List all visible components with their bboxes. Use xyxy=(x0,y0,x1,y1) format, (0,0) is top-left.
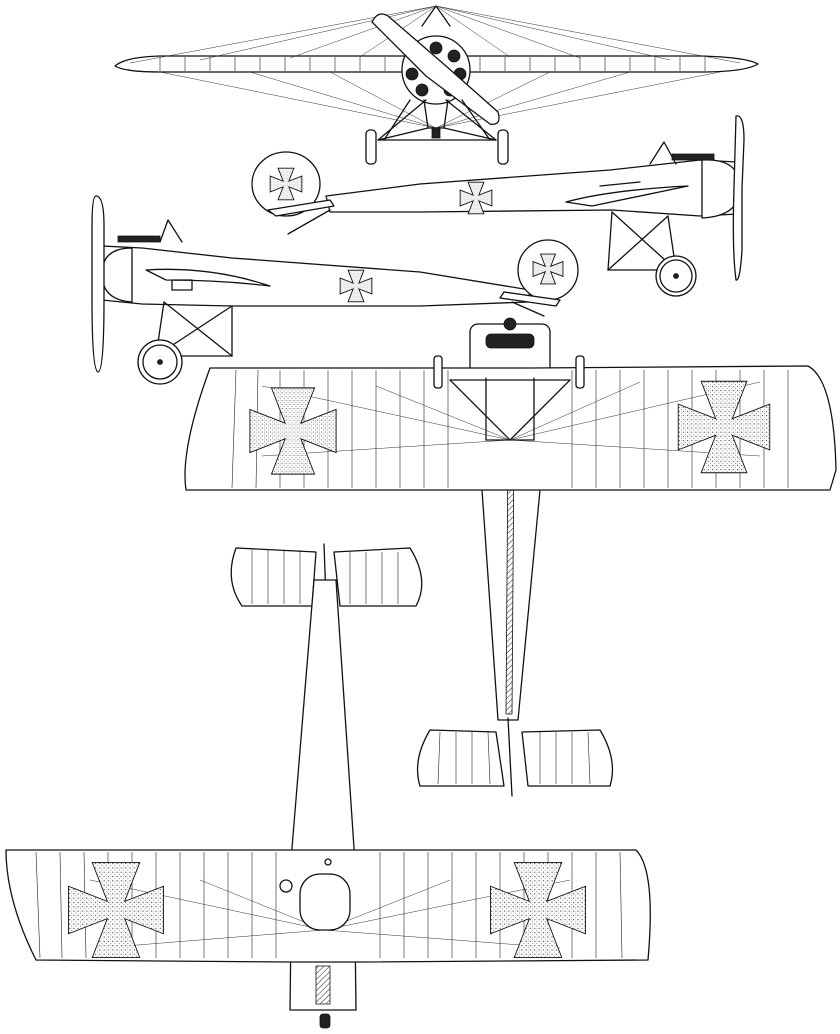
bottom-view-inspection-port xyxy=(280,880,292,892)
bottom-view-skid xyxy=(320,1014,330,1028)
top-view-rotary-engine xyxy=(486,318,534,348)
bottom-view-tailplane-ribs xyxy=(252,550,398,604)
side-view-right-propeller xyxy=(733,116,744,280)
front-view-wheel-left xyxy=(366,130,376,164)
bottom-view-tailplane-right xyxy=(334,548,422,606)
bottom-view-tailplane-left xyxy=(231,548,316,606)
bottom-view-cockpit xyxy=(300,874,350,930)
side-view-left-machine-gun xyxy=(118,236,160,242)
top-view-wing xyxy=(185,366,836,490)
side-view-right-wing-section xyxy=(566,186,688,206)
side-view-right-tailskid xyxy=(288,210,330,234)
side-view-right-tailplane xyxy=(268,200,334,216)
side-view-left-tailskid xyxy=(512,302,544,316)
front-view-undercarriage xyxy=(378,100,496,140)
side-view-left-cabane xyxy=(160,220,182,242)
side-view-right-machine-gun xyxy=(672,154,714,160)
side-view-right xyxy=(252,116,744,296)
top-view-tailplane-ribs xyxy=(438,732,590,784)
top-view xyxy=(185,318,836,796)
top-view-tailplane-right xyxy=(522,730,612,786)
side-view-left-window xyxy=(172,280,192,290)
front-view-cabane-pylon xyxy=(422,6,450,26)
front-view-wheel-right xyxy=(498,130,508,164)
top-view-wheel-right xyxy=(576,356,584,388)
side-view-left-tailplane xyxy=(500,292,560,306)
side-view-left xyxy=(92,196,578,384)
top-view-tailplane-left xyxy=(418,730,504,786)
front-view-wing-ribs xyxy=(160,57,705,71)
bottom-view-undercarriage xyxy=(316,966,330,1004)
top-view-rudder xyxy=(508,718,512,796)
front-view xyxy=(115,6,758,164)
side-view-right-cockpit xyxy=(600,182,640,186)
top-view-cabane-bracing xyxy=(450,378,570,440)
top-view-wheel-left xyxy=(434,356,442,388)
front-view-propeller xyxy=(372,14,499,124)
front-view-skid xyxy=(432,128,440,138)
side-view-right-cabane xyxy=(650,142,676,164)
bottom-view xyxy=(6,544,650,1028)
side-view-left-propeller xyxy=(92,196,104,372)
